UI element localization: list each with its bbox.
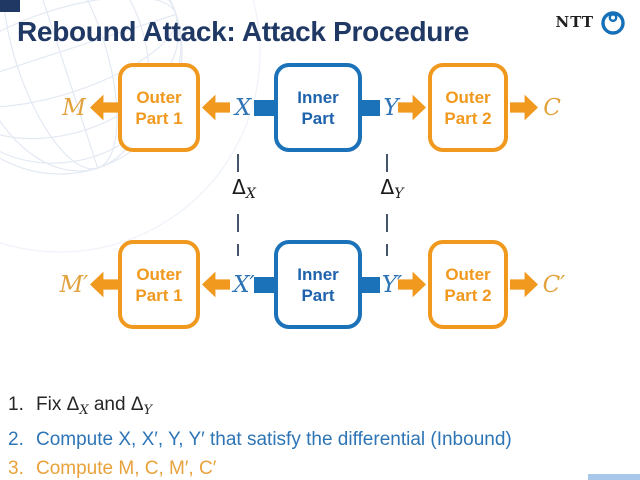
step-3: 3. Compute M, C, M′, C′ — [8, 454, 512, 480]
slide-title: Rebound Attack: Attack Procedure — [17, 16, 469, 47]
label-m-prime: M′ — [59, 271, 89, 298]
step-1-text: Fix ΔX and ΔY — [36, 394, 153, 418]
outer-part2-line2: Part 2 — [444, 108, 492, 128]
ntt-logo-text: NTT — [555, 13, 594, 31]
inner-left-stub — [254, 99, 275, 116]
label-c-prime: C′ — [542, 271, 566, 298]
delta-y-symbol: Δ — [380, 175, 395, 199]
label-y-prime: Y′ — [381, 271, 403, 298]
step-1-number: 1. — [8, 394, 24, 415]
step-2-text: Compute X, X′, Y, Y′ that satisfy the di… — [36, 429, 512, 450]
label-x-prime: X′ — [233, 271, 255, 298]
inner-right-stub — [361, 276, 380, 293]
inner-part-line2: Part — [301, 108, 335, 128]
step-2-number: 2. — [8, 429, 24, 450]
globe-watermark — [0, 0, 261, 253]
diagram-row-bottom: M′ Outer Part 1 X′ Inner Part Y′ Outer P… — [0, 240, 640, 329]
inner-part-line1: Inner — [297, 264, 339, 284]
inner-right-stub — [361, 99, 380, 116]
step-1: 1. Fix ΔX and ΔY — [8, 390, 512, 425]
outer-part1-line2: Part 1 — [135, 108, 183, 128]
outer-part1-line1: Outer — [136, 87, 182, 107]
delta-y-dashed-line — [386, 154, 388, 256]
outer-part2-line2: Part 2 — [444, 285, 492, 305]
diagram-row-top: M Outer Part 1 X Inner Part Y Outer Part… — [0, 63, 640, 152]
ntt-logo: NTT — [555, 8, 626, 36]
outer-part2-line1: Outer — [445, 87, 491, 107]
outer-part1-line2: Part 1 — [135, 285, 183, 305]
step-3-text: Compute M, C, M′, C′ — [36, 458, 217, 479]
label-x: X — [234, 94, 252, 121]
label-y: Y — [383, 94, 399, 121]
outer-part2-box-prime: Outer Part 2 — [428, 240, 508, 329]
inner-part-line2: Part — [301, 285, 335, 305]
inner-part-box: Inner Part — [274, 63, 362, 152]
inner-part-line1: Inner — [297, 87, 339, 107]
delta-x-label: ΔX — [222, 174, 266, 203]
label-c: C — [543, 94, 561, 121]
delta-x-dashed-line — [237, 154, 239, 256]
ntt-circle-icon — [601, 11, 625, 35]
label-m: M — [62, 94, 86, 121]
corner-accent-bar — [0, 0, 20, 12]
procedure-steps: 1. Fix ΔX and ΔY 2. Compute X, X′, Y, Y′… — [8, 390, 512, 480]
step-3-number: 3. — [8, 458, 24, 479]
inner-left-stub — [254, 276, 275, 293]
outer-part1-line1: Outer — [136, 264, 182, 284]
delta-x-subscript: X — [245, 186, 256, 202]
delta-x-symbol: Δ — [232, 175, 246, 199]
bottom-accent-bar — [588, 474, 640, 480]
delta-y-label: ΔY — [370, 174, 414, 203]
outer-part2-box: Outer Part 2 — [428, 63, 508, 152]
outer-part1-box-prime: Outer Part 1 — [118, 240, 200, 329]
outer-part1-box: Outer Part 1 — [118, 63, 200, 152]
delta-y-subscript: Y — [394, 186, 404, 202]
outer-part2-line1: Outer — [445, 264, 491, 284]
step-2: 2. Compute X, X′, Y, Y′ that satisfy the… — [8, 425, 512, 454]
inner-part-box-prime: Inner Part — [274, 240, 362, 329]
